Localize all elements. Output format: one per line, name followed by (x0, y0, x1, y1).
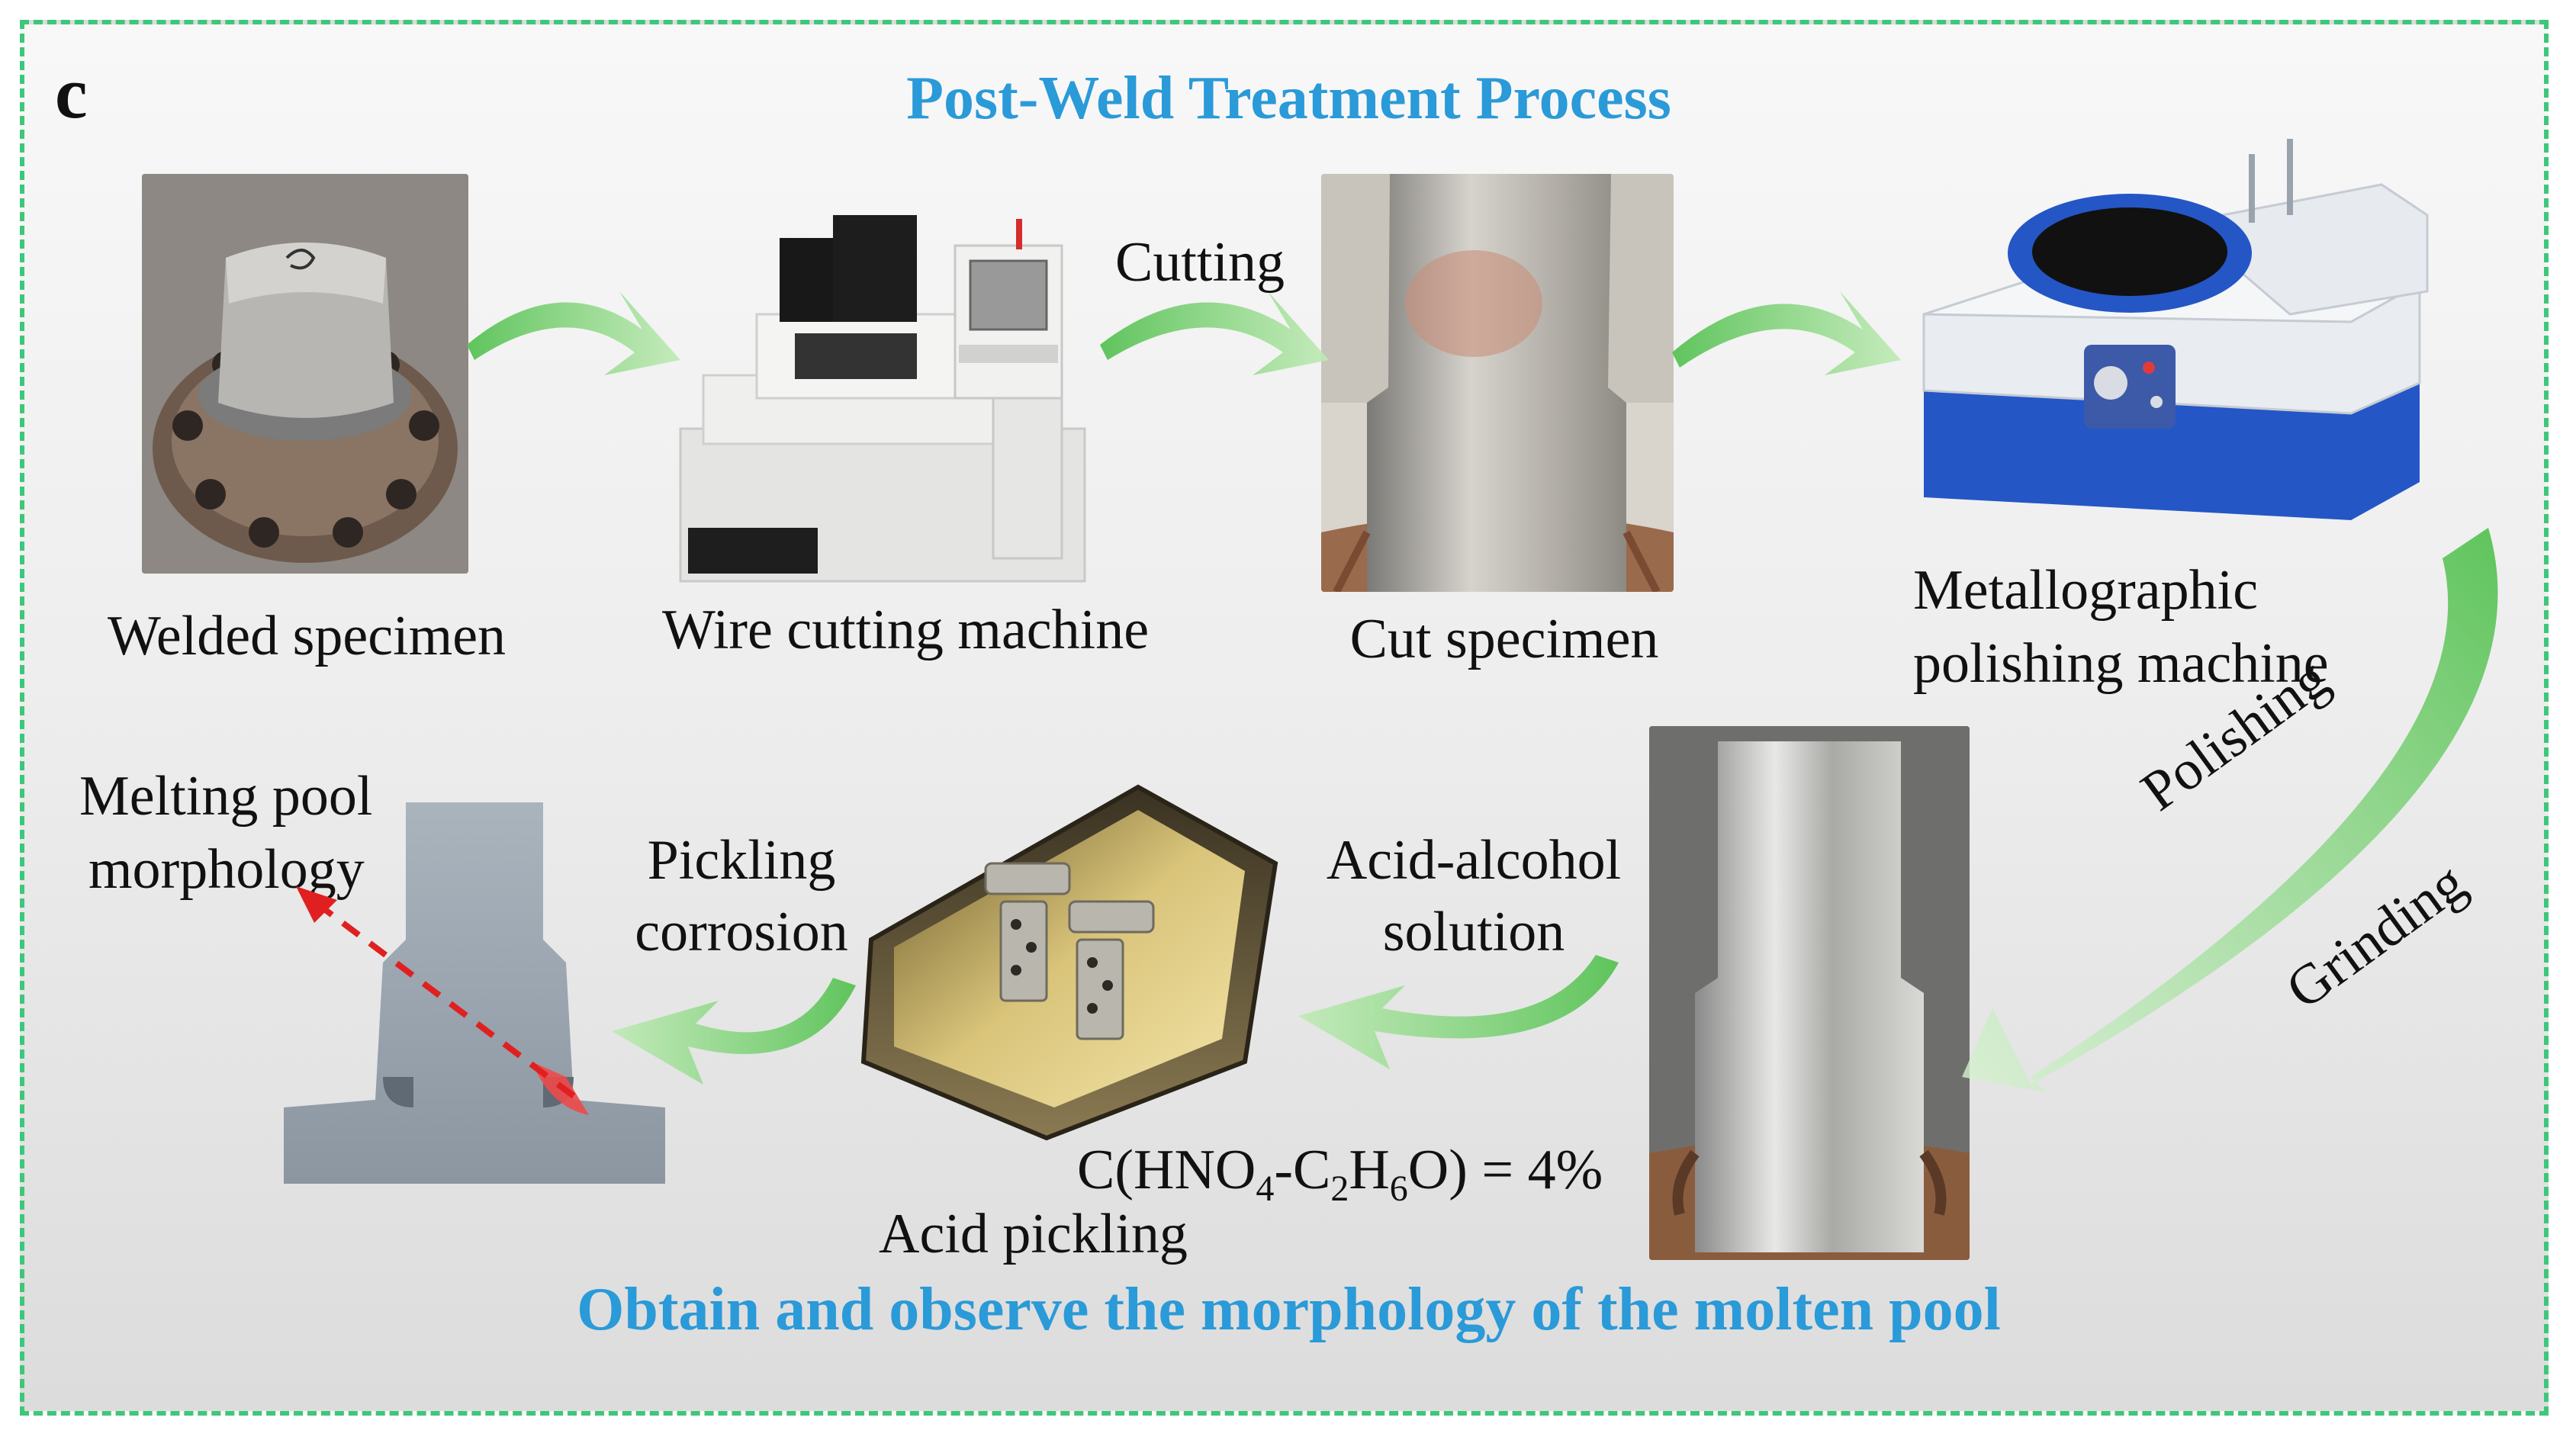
arrow-tank-to-weld-section (612, 978, 856, 1085)
red-pointer-arrow (296, 886, 576, 1099)
formula-sub-3: 6 (1389, 1168, 1408, 1209)
label-pickling-line2: corrosion (635, 901, 848, 963)
formula-suffix: O) = 4% (1407, 1139, 1603, 1201)
wire-cutting-machine-illustration (679, 215, 1086, 583)
label-melting-pool-line2: morphology (88, 838, 365, 901)
label-pickling-line1: Pickling (647, 829, 836, 892)
formula-prefix: C(HNO (1077, 1139, 1256, 1201)
label-melting-pool-line1: Melting pool (79, 765, 373, 828)
polished-specimen-icon (1649, 726, 1970, 1260)
label-cutting: Cutting (1115, 231, 1285, 294)
formula-mid-1: -C (1274, 1139, 1331, 1201)
figure-title: Post-Weld Treatment Process (906, 65, 1671, 132)
formula-concentration: C(HNO4-C2H6O) = 4% (1077, 1138, 1603, 1210)
arrow-cut-specimen-to-polisher (1672, 291, 1901, 375)
label-acid-solution-line1: Acid-alcohol (1326, 829, 1622, 892)
label-polishing-machine-line1: Metallographic (1913, 559, 2259, 622)
figure-panel: c Post-Weld Treatment Process Obtain and… (20, 20, 2549, 1416)
polishing-machine-illustration (1922, 139, 2429, 520)
formula-sub-1: 4 (1256, 1168, 1275, 1209)
cut-specimen-icon (1321, 174, 1674, 592)
label-welded-specimen: Welded specimen (107, 605, 507, 667)
formula-sub-2: 2 (1330, 1168, 1349, 1209)
arrow-cutter-to-cut-specimen (1100, 291, 1329, 375)
acid-pickling-tank-illustration (860, 784, 1278, 1141)
welded-specimen-photo (142, 174, 468, 574)
formula-mid-2: H (1349, 1139, 1390, 1201)
label-cut-specimen: Cut specimen (1349, 608, 1659, 670)
panel-letter: c (55, 52, 88, 133)
label-acid-solution-line2: solution (1382, 901, 1565, 963)
flange-icon (142, 174, 468, 574)
arrow-specimen-to-tank (1298, 955, 1619, 1069)
label-acid-pickling: Acid pickling (879, 1203, 1188, 1265)
arrow-polisher-to-specimen (1962, 528, 2498, 1092)
polished-specimen-photo (1649, 726, 1970, 1260)
label-polishing-machine-line2: polishing machine (1913, 632, 2329, 695)
arrow-welded-to-cutter (467, 291, 680, 375)
label-wire-cutting-machine: Wire cutting machine (661, 599, 1150, 661)
cut-specimen-photo (1321, 174, 1674, 592)
footer-caption: Obtain and observe the morphology of the… (577, 1276, 2001, 1343)
